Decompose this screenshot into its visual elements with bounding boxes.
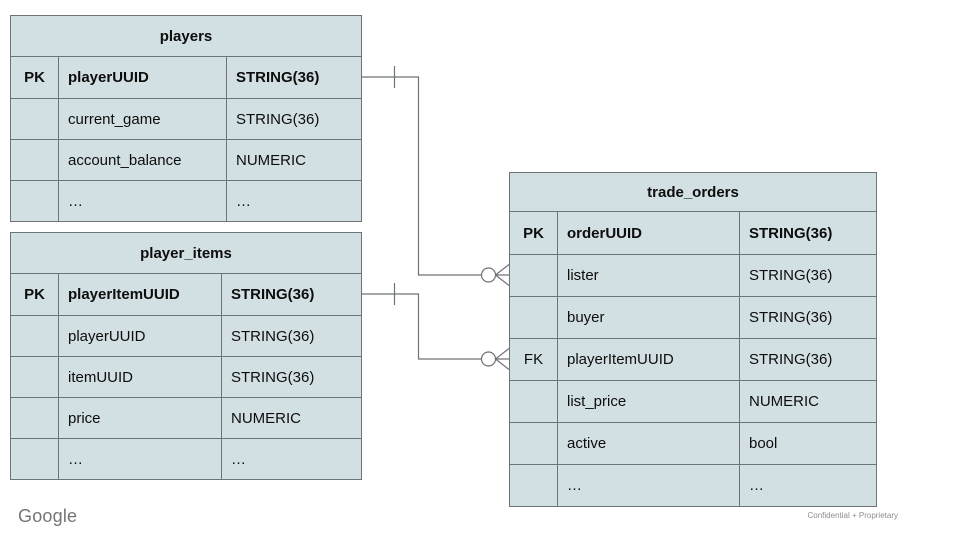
cell-field-type: STRING(36) — [226, 57, 361, 98]
cell-field-type: STRING(36) — [221, 274, 361, 315]
cell-key: FK — [523, 351, 544, 368]
cell-field-type: … — [226, 181, 361, 221]
table-row: lister STRING(36) — [510, 254, 876, 296]
relationship-player-items-to-trade-orders[interactable] — [362, 283, 510, 370]
cell-field-name: playerItemUUID — [58, 274, 221, 315]
table-row: PK playerItemUUID STRING(36) — [11, 274, 361, 315]
cell-field-type: STRING(36) — [221, 316, 361, 356]
relationship-players-to-trade-orders[interactable] — [362, 66, 510, 286]
cell-key — [510, 297, 557, 338]
cell-field-name: list_price — [557, 381, 739, 422]
cell-field-type: bool — [739, 423, 876, 464]
cell-field-name: account_balance — [58, 140, 226, 180]
cell-field-type: STRING(36) — [739, 255, 876, 296]
cell-field-name: buyer — [557, 297, 739, 338]
cell-key — [11, 140, 58, 180]
table-row: price NUMERIC — [11, 397, 361, 438]
cell-key — [11, 316, 58, 356]
cell-field-name: active — [557, 423, 739, 464]
cell-field-name: … — [557, 465, 739, 506]
cell-key — [11, 181, 58, 221]
table-title: players — [11, 16, 361, 57]
table-row: list_price NUMERIC — [510, 380, 876, 422]
cell-key — [11, 357, 58, 397]
cell-key: PK — [24, 69, 45, 86]
table-row: … … — [510, 464, 876, 506]
cell-key — [510, 255, 557, 296]
cell-key — [11, 439, 58, 479]
cell-field-name: playerItemUUID — [557, 339, 739, 380]
cell-field-name: … — [58, 181, 226, 221]
table-row: buyer STRING(36) — [510, 296, 876, 338]
cell-field-type: STRING(36) — [739, 339, 876, 380]
confidential-note: Confidential + Proprietary — [807, 511, 899, 520]
cell-key — [510, 381, 557, 422]
table-row: FK playerItemUUID STRING(36) — [510, 338, 876, 380]
table-row: playerUUID STRING(36) — [11, 315, 361, 356]
cell-field-type: STRING(36) — [739, 297, 876, 338]
table-players[interactable]: players PK playerUUID STRING(36) current… — [10, 15, 362, 222]
cell-key — [510, 423, 557, 464]
cell-key — [11, 99, 58, 139]
table-trade-orders[interactable]: trade_orders PK orderUUID STRING(36) lis… — [509, 172, 877, 507]
cell-field-type: STRING(36) — [221, 357, 361, 397]
connector-line — [362, 293, 482, 360]
table-title: player_items — [11, 233, 361, 274]
table-row: PK playerUUID STRING(36) — [11, 57, 361, 98]
table-row: PK orderUUID STRING(36) — [510, 212, 876, 254]
google-logo: Google — [18, 506, 78, 526]
cell-field-name: … — [58, 439, 221, 479]
cell-field-name: itemUUID — [58, 357, 221, 397]
table-row: itemUUID STRING(36) — [11, 356, 361, 397]
cell-field-name: price — [58, 398, 221, 438]
cell-key — [510, 465, 557, 506]
table-row: … … — [11, 180, 361, 221]
cell-field-type: NUMERIC — [226, 140, 361, 180]
cell-key: PK — [24, 286, 45, 303]
cell-field-type: … — [221, 439, 361, 479]
cell-field-name: playerUUID — [58, 316, 221, 356]
table-row: active bool — [510, 422, 876, 464]
cell-field-type: … — [739, 465, 876, 506]
cell-field-type: NUMERIC — [739, 381, 876, 422]
cell-field-name: current_game — [58, 99, 226, 139]
cell-field-type: STRING(36) — [226, 99, 361, 139]
table-player-items[interactable]: player_items PK playerItemUUID STRING(36… — [10, 232, 362, 480]
table-title: trade_orders — [510, 173, 876, 212]
cell-field-type: NUMERIC — [221, 398, 361, 438]
connector-line — [362, 76, 482, 276]
cardinality-many-crowfoot — [495, 264, 510, 286]
cell-field-type: STRING(36) — [739, 212, 876, 254]
table-row: current_game STRING(36) — [11, 98, 361, 139]
cell-key: PK — [523, 224, 544, 242]
cardinality-zero-circle — [480, 351, 497, 367]
cardinality-many-crowfoot — [495, 348, 510, 370]
cell-field-name: orderUUID — [557, 212, 739, 254]
cell-field-name: lister — [557, 255, 739, 296]
cell-field-name: playerUUID — [58, 57, 226, 98]
table-row: … … — [11, 438, 361, 479]
cell-key — [11, 398, 58, 438]
cardinality-zero-circle — [480, 267, 497, 283]
table-row: account_balance NUMERIC — [11, 139, 361, 180]
